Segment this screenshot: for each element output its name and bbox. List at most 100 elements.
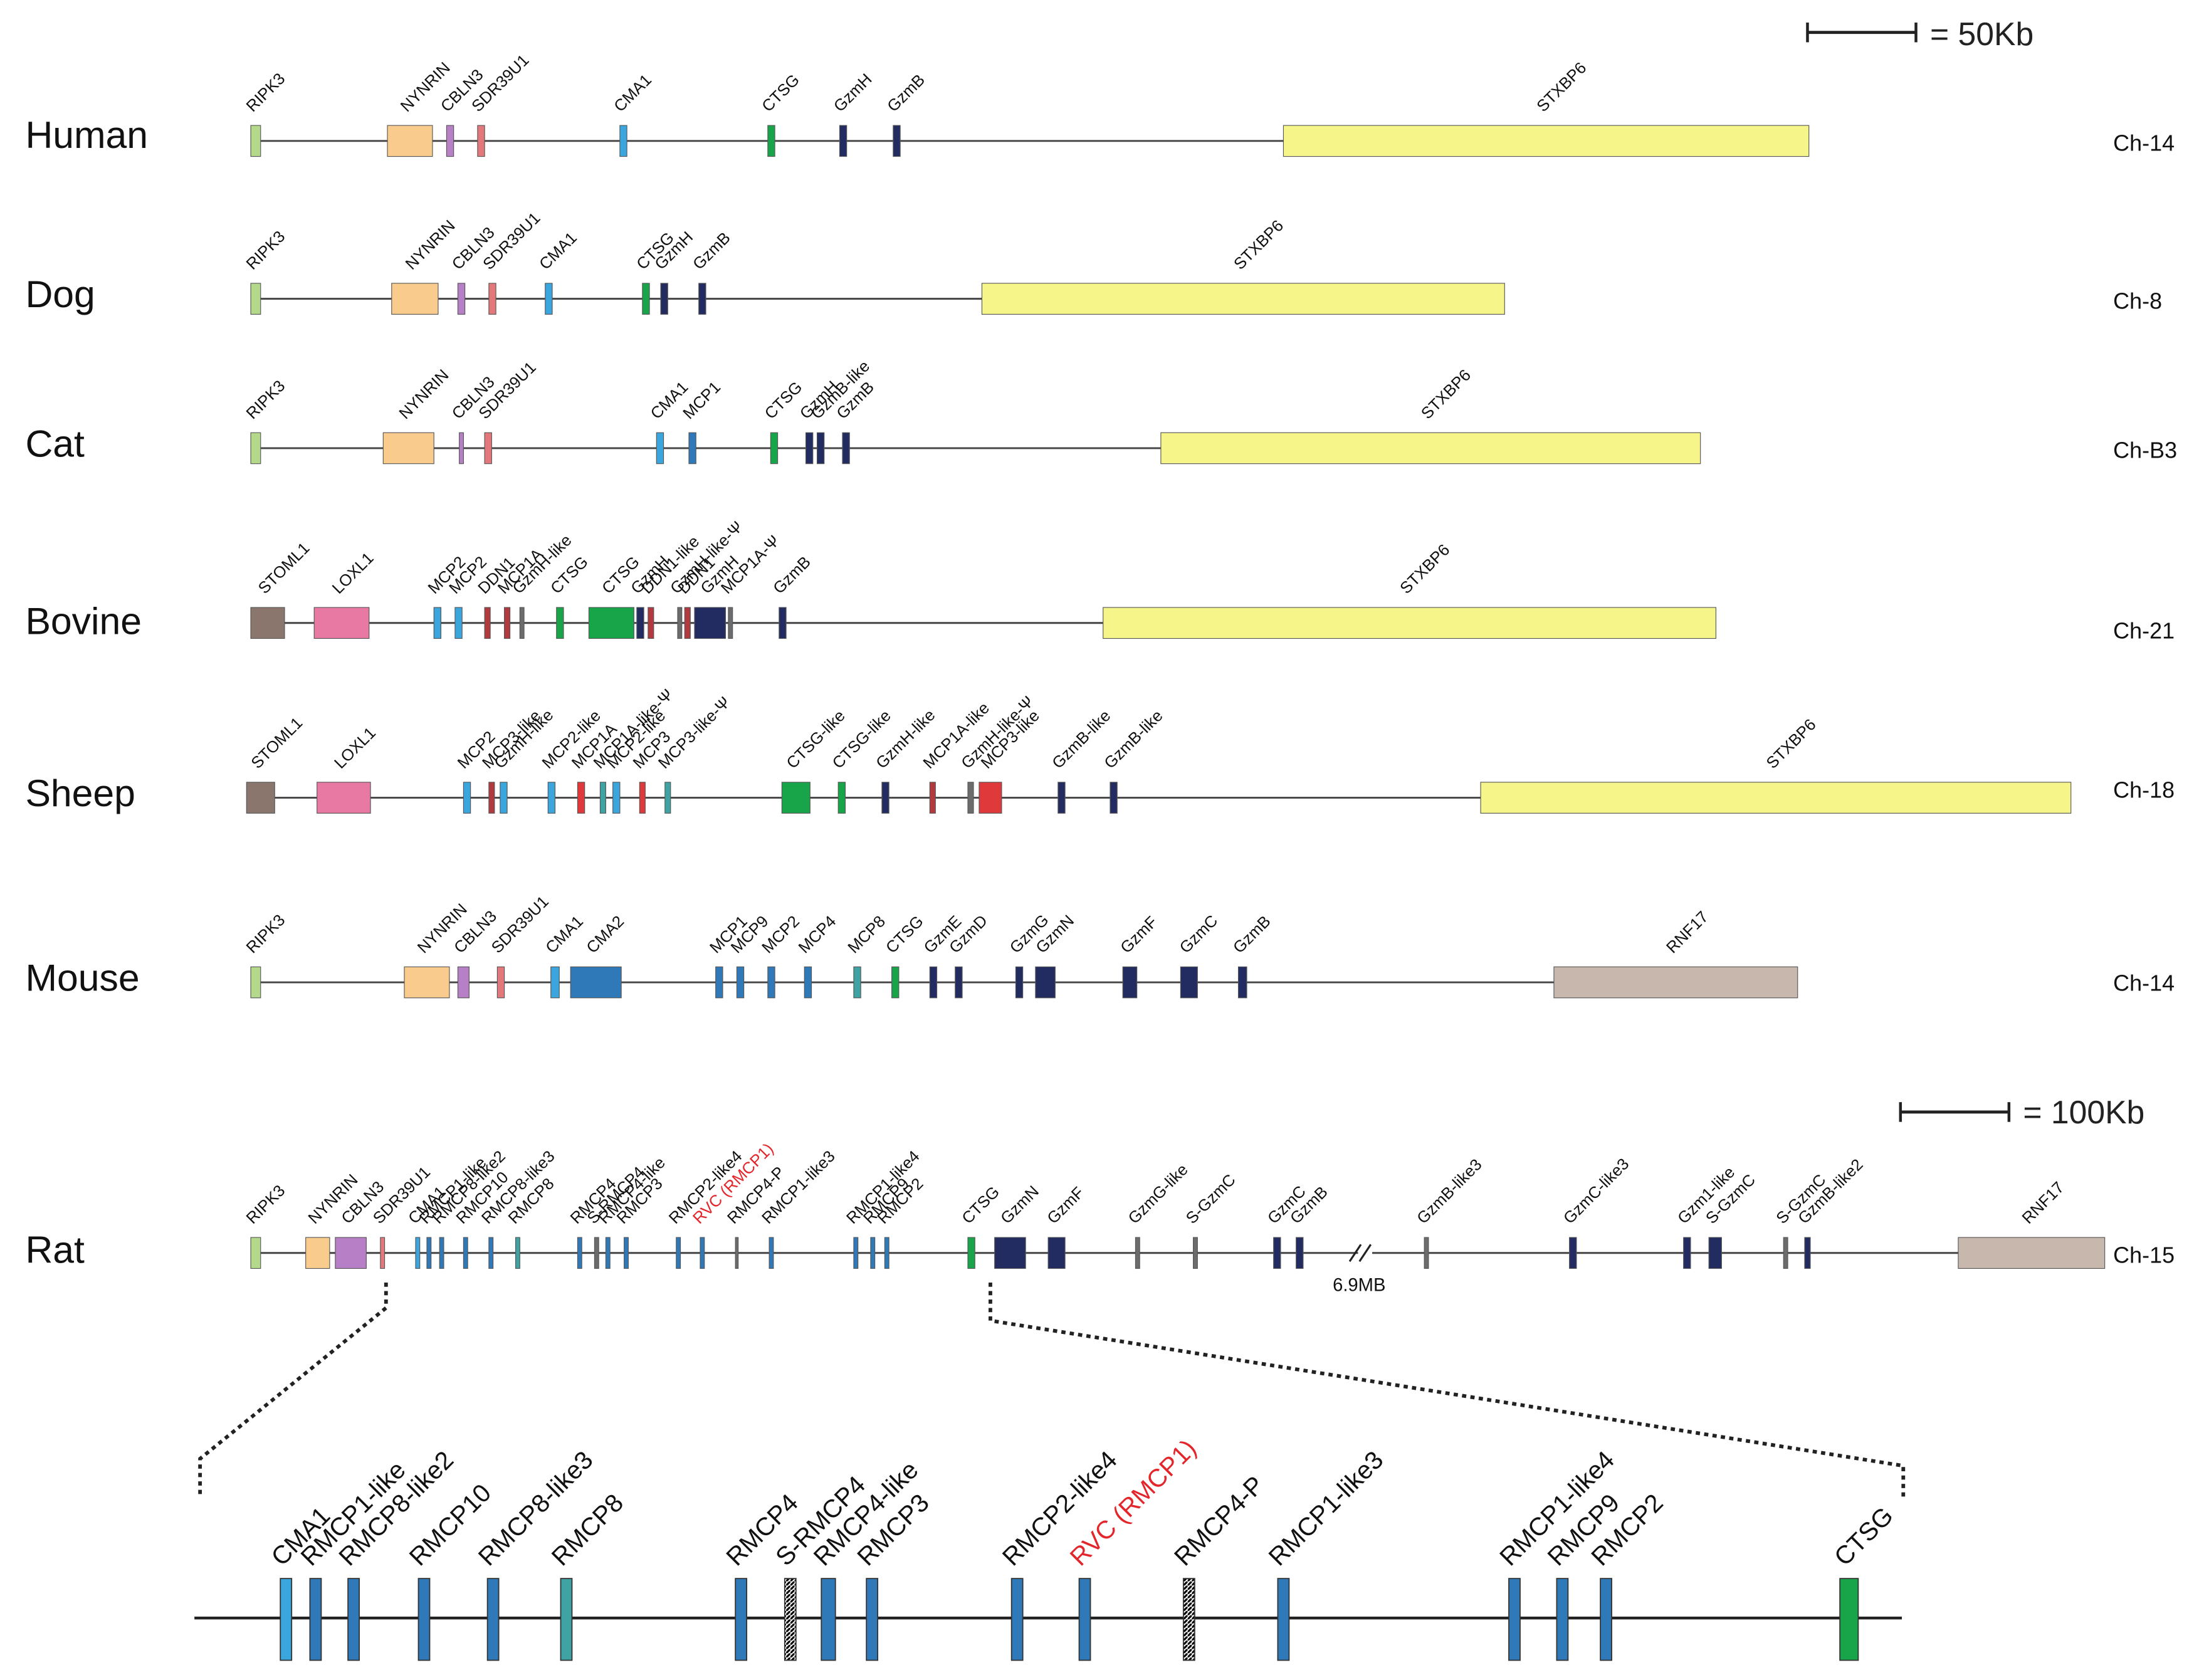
gene-label: STXBP6 xyxy=(1418,366,1474,423)
gene-label: GzmH xyxy=(831,71,876,116)
species-label: Dog xyxy=(25,273,95,315)
gene-label: STOML1 xyxy=(248,714,307,772)
gene-mcp1a xyxy=(577,782,585,814)
zoom-gene-s-rmcp4 xyxy=(784,1578,797,1661)
zoom-gene-label: RMCP4-P xyxy=(1168,1470,1269,1571)
sequence-gap-mark xyxy=(1348,1244,1372,1263)
gene-mcp1a xyxy=(728,607,733,639)
gene-label: NYNRIN xyxy=(402,217,459,273)
species-label: Mouse xyxy=(25,957,139,999)
zoom-gene-rmcp8-like3 xyxy=(486,1578,500,1661)
gene-gzmb xyxy=(698,283,706,315)
gene-ctsg xyxy=(891,966,900,999)
gene-cma1 xyxy=(656,432,664,465)
species-label: Cat xyxy=(25,422,85,465)
gene-gzmg xyxy=(1015,966,1024,999)
gene-ctsg-like xyxy=(837,782,846,814)
gene-gzmh xyxy=(805,432,814,465)
zoom-gene-ctsg xyxy=(1839,1578,1859,1661)
gene-cma2 xyxy=(570,966,622,999)
gene-gzmf xyxy=(1047,1237,1066,1269)
chromosome-label: Ch-14 xyxy=(2113,130,2175,156)
gene-sdr39u1 xyxy=(477,125,485,157)
zoom-gene-rmcp4-p xyxy=(1182,1578,1195,1661)
gene-stxbp6 xyxy=(1283,125,1810,157)
zoom-connector-right xyxy=(989,1282,1906,1497)
gene-mcp3 xyxy=(639,782,646,814)
gene-rmcp2 xyxy=(884,1237,889,1269)
gene-mcp2-like xyxy=(547,782,556,814)
gene-label: GzmB-like3 xyxy=(1414,1156,1485,1227)
zoom-gene-rmcp9 xyxy=(1556,1578,1569,1661)
gene-s-rmcp4 xyxy=(594,1237,599,1269)
gene-cma1 xyxy=(415,1237,421,1269)
gene-label: GzmB xyxy=(770,553,814,597)
gene-cbln3 xyxy=(335,1237,367,1269)
gene-rmcp3 xyxy=(624,1237,629,1269)
gene-rmcp1-like3 xyxy=(769,1237,774,1269)
gap-size-label: 6.9MB xyxy=(1333,1275,1385,1295)
gene-mcp3-like xyxy=(488,782,495,814)
zoom-gene-rmcp3 xyxy=(866,1578,879,1661)
gene-s-gzmc xyxy=(1708,1237,1722,1269)
gene-label: CTSG xyxy=(883,913,927,957)
gene-gzmb xyxy=(1296,1237,1304,1269)
zoom-gene-rmcp1-like xyxy=(309,1578,322,1661)
gene-mcp1 xyxy=(688,432,696,465)
zoom-connector-left xyxy=(198,1282,388,1497)
gene-gzmb-like xyxy=(816,432,825,465)
gene-gzmh xyxy=(636,607,644,639)
gene-gzm1-like xyxy=(1683,1237,1691,1269)
gene-cbln3 xyxy=(446,125,454,157)
gene-label: MCP4 xyxy=(795,913,840,957)
gene-rmcp8-like2 xyxy=(439,1237,444,1269)
gene-s-gzmc xyxy=(1783,1237,1788,1269)
gene-gzme xyxy=(929,966,938,999)
gene-ctsg xyxy=(588,607,634,639)
gene-gzmb xyxy=(893,125,901,157)
zoom-gene-rmcp4-like xyxy=(821,1578,836,1661)
gene-gzmn xyxy=(994,1237,1026,1269)
gene-gzmb-like2 xyxy=(1804,1237,1811,1269)
gene-rmcp4-like xyxy=(605,1237,611,1269)
species-label: Human xyxy=(25,113,148,156)
gene-nynrin xyxy=(387,125,433,157)
gene-ripk3 xyxy=(250,283,261,315)
zoom-gene-rmcp1-like3 xyxy=(1277,1578,1290,1661)
species-label: Bovine xyxy=(25,600,142,643)
gene-gzmc xyxy=(1180,966,1198,999)
zoom-gene-rmcp2-like4 xyxy=(1010,1578,1024,1661)
gene-label: CMA2 xyxy=(584,913,628,957)
gene-label: GzmC-like3 xyxy=(1560,1155,1632,1227)
chromosome-label: Ch-8 xyxy=(2113,288,2162,313)
gene-sdr39u1 xyxy=(380,1237,386,1269)
gene-rmcp4-p xyxy=(735,1237,739,1269)
species-label: Sheep xyxy=(25,772,135,814)
gene-label: RIPK3 xyxy=(243,70,289,115)
zoom-gene-label: RMCP1-like3 xyxy=(1263,1445,1389,1571)
zoom-gene-rmcp8-like2 xyxy=(347,1578,360,1661)
gene-label: GzmF xyxy=(1117,913,1161,957)
gene-ripk3 xyxy=(250,966,261,999)
gene-label: SDR39U1 xyxy=(488,893,552,957)
gene-label: GzmB xyxy=(1230,913,1274,957)
zoom-gene-rvc-rmcp1 xyxy=(1078,1578,1091,1661)
gene-s-gzmc xyxy=(1193,1237,1198,1269)
zoom-gene-label: RMCP2-like4 xyxy=(997,1445,1123,1571)
gene-ctsg xyxy=(767,125,775,157)
gene-mcp8 xyxy=(853,966,861,999)
gene-cbln3 xyxy=(457,966,470,999)
gene-mcp9 xyxy=(736,966,745,999)
gene-gzmb-like3 xyxy=(1424,1237,1429,1269)
gene-gzmb xyxy=(842,432,850,465)
gene-mcp1 xyxy=(715,966,723,999)
gene-mcp2 xyxy=(767,966,775,999)
gene-rmcp2-like4 xyxy=(676,1237,681,1269)
gene-mcp3-like xyxy=(664,782,671,814)
gene-rmcp8 xyxy=(515,1237,520,1269)
gene-label: CTSG xyxy=(959,1183,1004,1227)
gene-label: MCP8 xyxy=(845,913,889,957)
